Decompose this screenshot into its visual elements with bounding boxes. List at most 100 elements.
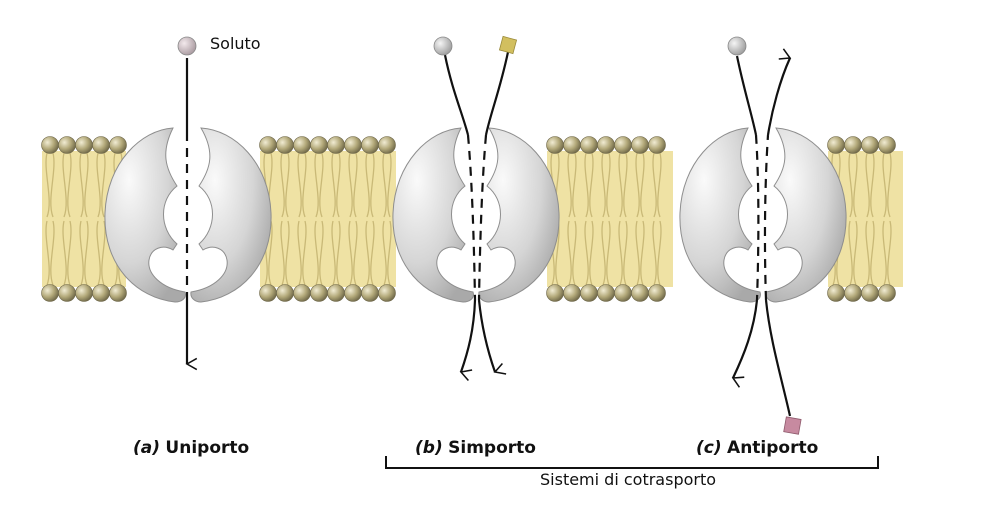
lipid-head	[361, 136, 379, 154]
lipid-head	[276, 284, 294, 302]
lipid-tail	[319, 220, 324, 286]
lipid-tail	[865, 152, 870, 218]
symport-letter: (b)	[415, 438, 443, 458]
lipid-head	[58, 284, 76, 302]
lipid-tail	[331, 220, 336, 286]
protein-right-half	[478, 127, 560, 303]
lipid-head	[861, 284, 879, 302]
lipid-tail	[584, 220, 589, 286]
protein-left-half	[392, 127, 474, 303]
lipid-head	[344, 136, 362, 154]
lipid-tail	[623, 152, 628, 218]
lipid-tail	[50, 152, 55, 218]
uniport-label: (a) Uniporto	[133, 438, 249, 458]
lipid-tail	[79, 220, 84, 286]
symport-path	[433, 35, 518, 372]
lipid-tail	[297, 152, 302, 218]
bilayer-core	[547, 151, 673, 287]
lipid-tail	[606, 220, 611, 286]
lipid-tail	[96, 220, 101, 286]
lipid-tail	[314, 220, 319, 286]
lipid-head	[58, 136, 76, 154]
lipid-tail	[370, 152, 375, 218]
solute-square-yellow	[498, 35, 518, 55]
lipid-tail	[887, 220, 892, 286]
lipid-head	[580, 136, 598, 154]
lipid-tail	[336, 220, 341, 286]
lipid-tail	[67, 152, 72, 218]
lipid-head	[563, 284, 581, 302]
lipid-tail	[280, 152, 285, 218]
uniport-letter: (a)	[133, 438, 161, 458]
cotransport-label: Sistemi di cotrasporto	[540, 470, 717, 489]
solute-square-pink	[783, 416, 802, 435]
transport-protein	[679, 127, 847, 303]
lipid-tail	[45, 152, 50, 218]
lipid-head	[276, 136, 294, 154]
lipid-tail	[882, 152, 887, 218]
uniport-path	[177, 36, 196, 364]
transport-protein	[392, 127, 560, 303]
lipid-tail	[285, 152, 290, 218]
lipid-head	[648, 136, 666, 154]
lipid-head	[344, 284, 362, 302]
lipid-tail	[280, 220, 285, 286]
lipid-head	[844, 284, 862, 302]
lipid-tail	[84, 220, 89, 286]
lipid-tail	[657, 220, 662, 286]
lipid-tail	[336, 152, 341, 218]
solute-label: Soluto	[210, 34, 261, 53]
lipid-tail	[370, 220, 375, 286]
lipid-head	[109, 284, 127, 302]
lipid-bilayer	[41, 136, 903, 302]
lipid-tail	[870, 220, 875, 286]
lipid-tail	[331, 152, 336, 218]
lipid-tail	[848, 152, 853, 218]
lipid-head	[41, 284, 59, 302]
lipid-tail	[567, 220, 572, 286]
lipid-head	[563, 136, 581, 154]
lipid-head	[614, 284, 632, 302]
lipid-tail	[382, 220, 387, 286]
solute-ball-gray	[433, 36, 453, 56]
lipid-tail	[652, 220, 657, 286]
cotransport-bracket	[385, 456, 879, 469]
protein-left-half	[104, 127, 186, 303]
lipid-head	[293, 284, 311, 302]
lipid-tail	[657, 152, 662, 218]
protein-right-half	[765, 127, 847, 303]
antiport-path	[727, 36, 802, 435]
lipid-tail	[584, 152, 589, 218]
lipid-tail	[623, 220, 628, 286]
lipid-tail	[319, 152, 324, 218]
lipid-tail	[640, 220, 645, 286]
antiport-label: (c) Antiporto	[696, 438, 818, 458]
lipid-tail	[79, 152, 84, 218]
lipid-tail	[387, 152, 392, 218]
lipid-tail	[285, 220, 290, 286]
lipid-tail	[297, 220, 302, 286]
transport-proteins	[104, 127, 847, 303]
lipid-tail	[640, 152, 645, 218]
lipid-head	[327, 136, 345, 154]
lipid-head	[580, 284, 598, 302]
lipid-tail	[618, 220, 623, 286]
lipid-tail	[572, 152, 577, 218]
lipid-head	[92, 284, 110, 302]
solute-ball-gray	[727, 36, 747, 56]
lipid-tail	[348, 152, 353, 218]
lipid-head	[327, 284, 345, 302]
lipid-tail	[353, 152, 358, 218]
lipid-tail	[302, 152, 307, 218]
lipid-tail	[84, 152, 89, 218]
lipid-tail	[45, 220, 50, 286]
lipid-head	[631, 136, 649, 154]
lipid-tail	[589, 220, 594, 286]
antiport-name: Antiporto	[727, 438, 819, 458]
lipid-tail	[348, 220, 353, 286]
lipid-tail	[268, 220, 273, 286]
lipid-head	[861, 136, 879, 154]
lipid-tail	[314, 152, 319, 218]
lipid-tail	[96, 152, 101, 218]
lipid-tail	[387, 220, 392, 286]
